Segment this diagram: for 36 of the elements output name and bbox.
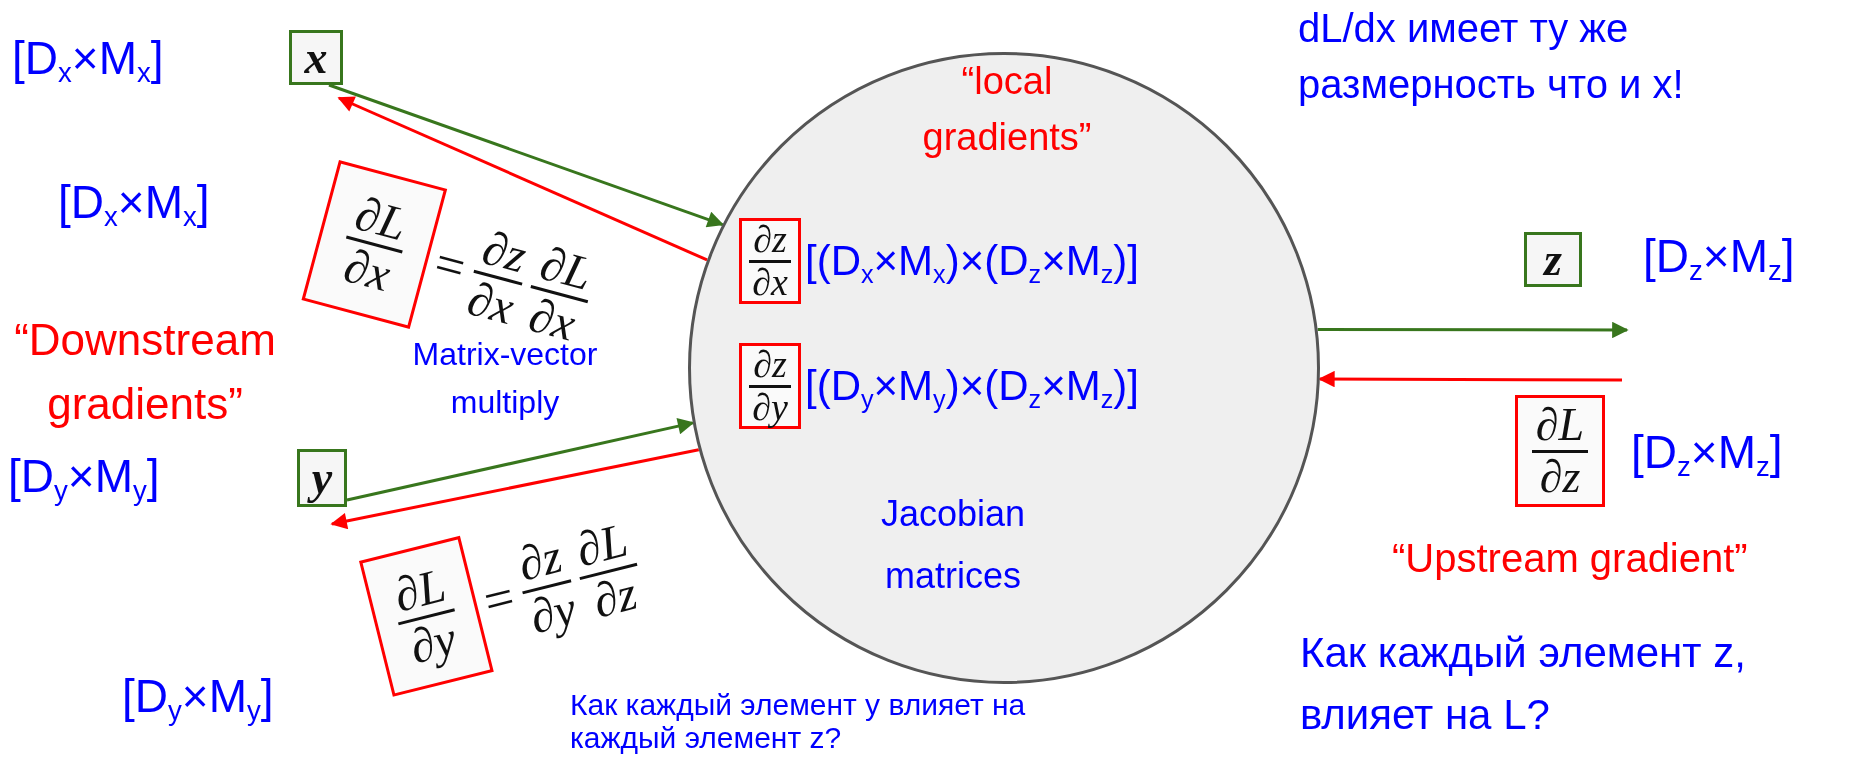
variable-box	[1524, 232, 1582, 287]
math-expression: ∂x	[751, 262, 789, 303]
annotation-text: “Downstream gradients”	[13, 314, 277, 430]
variable-box	[289, 30, 343, 85]
dimension-label: [D$_{z}$×M$_{z}$]	[1631, 426, 1783, 478]
arrow	[346, 418, 695, 502]
circle-caption: Jacobian matrices	[879, 492, 1027, 598]
note-text: dL/dx имеет ту же размерность что и x!	[1298, 5, 1685, 108]
dimension-label: [D$_{z}$×M$_{z}$]	[1643, 230, 1795, 282]
question-text: Как каждый элемент z, влияет на L?	[1300, 628, 1747, 740]
math-expression: ∂z	[1538, 452, 1582, 501]
arrow	[1317, 321, 1629, 339]
dimension-label: [D$_{x}$×M$_{x}$]	[58, 176, 210, 228]
derivative-box	[739, 343, 801, 429]
dimension-label: [D$_{x}$×M$_{x}$]	[12, 32, 164, 84]
arrow	[330, 448, 700, 530]
dimension-label: [(D$_{x}$×M$_{x}$)×(D$_{z}$×M$_{z}$)]	[805, 236, 1139, 287]
variable-box	[297, 449, 347, 507]
question-text: Как каждый элемент y влияет на каждый элемент z?	[570, 688, 1027, 754]
variable-symbol: x	[304, 34, 328, 81]
math-expression: ∂z	[749, 344, 791, 388]
math-expression: ∂y	[751, 387, 789, 428]
math-expression: ∂L	[567, 513, 638, 580]
math-expression: ∂L	[385, 558, 456, 625]
arrow	[328, 83, 724, 228]
arrow	[1318, 370, 1622, 388]
derivative-box	[1515, 395, 1605, 507]
math-expression: ∂z	[509, 529, 572, 594]
annotation-text: “Upstream gradient”	[1392, 535, 1748, 582]
arrow	[337, 96, 708, 262]
circle-heading: “local gradients”	[921, 59, 1093, 160]
variable-symbol: z	[1544, 236, 1562, 283]
math-expression: ∂z	[749, 219, 791, 263]
math-expression: ∂L	[1531, 401, 1589, 453]
dimension-label: [(D$_{y}$×M$_{y}$)×(D$_{z}$×M$_{z}$)]	[805, 361, 1139, 412]
derivative-box	[739, 218, 801, 304]
